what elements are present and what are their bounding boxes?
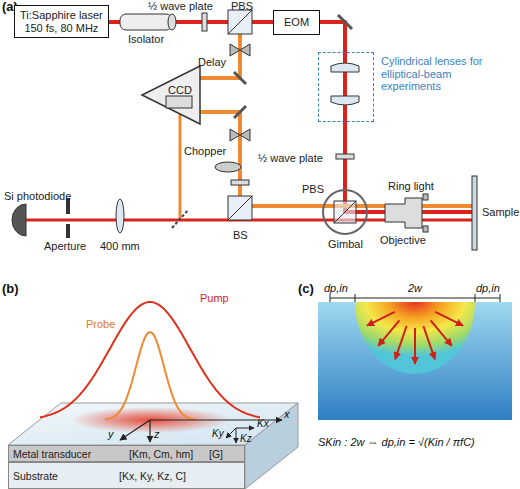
node-text: Cylindrical lenses for elliptical-beam e… [381,55,513,93]
label-text: ½ wave plate [148,0,213,12]
sample-sketch [8,302,298,489]
label-text: z [154,428,160,440]
lens-group-box: Cylindrical lenses for elliptical-beam e… [318,52,374,122]
label-text: Gimbal [328,238,363,250]
label-text: SKin : 2w ⇔ dp,in = √(Kin / πfC) [318,436,475,448]
label-text: PBS [302,183,324,195]
node-text: Ti:Sapphire laser [20,9,103,22]
heat-flow-arrow [414,328,416,364]
label-text: Aperture [44,240,86,252]
label-text: BS [233,229,248,241]
transducer-layer: Metal transducer [Km, Cm, hm] [G] [8,445,245,462]
label-text: y [108,428,114,440]
label-text: Ky [212,428,224,439]
node-text: [Kx, Ky, Kz, C] [119,470,186,482]
node-text: 150 fs, 80 MHz [20,22,103,35]
label-text: Kx [257,418,269,429]
label-text: 2w [408,282,422,294]
beams [26,22,472,220]
heat-flow-arrow [423,326,435,359]
node-text: Metal transducer [13,448,91,460]
heat-flow-arrow [367,312,395,326]
heat-flow-arrow [395,326,407,359]
node-text: EOM [284,16,309,29]
label-text: Pump [200,292,229,304]
label-text: Kz [240,433,252,444]
optics-a [12,10,477,250]
label-text: Sample [482,206,519,218]
substrate-layer: Substrate [Kx, Ky, Kz, C] [8,462,245,489]
label-text: Ring light [388,180,434,192]
label-text: x [284,408,290,420]
label-text: 400 mm [100,240,140,252]
laser-box: Ti:Sapphire laser150 fs, 80 MHz [14,5,109,38]
heat-flow-arrow [378,320,399,345]
node-text: [Km, Cm, hm] [129,448,193,460]
label-text: Objective [380,234,426,246]
label-text: Si photodiode [4,190,71,202]
heat-flow-arrow [431,320,452,345]
label-text: (c) [298,282,314,296]
label-text: Delay [198,56,226,68]
label-text: PBS [231,0,253,12]
label-text: CCD [168,84,192,96]
label-text: Probe [86,318,115,330]
heat-map [318,294,512,420]
node-text: Substrate [13,470,58,482]
label-text: dp,in [324,282,348,294]
label-text: Chopper [184,145,226,157]
label-text: (b) [2,282,19,296]
heat-flow-arrow [435,312,463,326]
node-text: [G] [209,448,223,460]
eom-box: EOM [273,10,320,35]
label-text: dp,in [476,282,500,294]
label-text: Isolator [128,33,164,45]
label-text: ½ wave plate [258,152,323,164]
